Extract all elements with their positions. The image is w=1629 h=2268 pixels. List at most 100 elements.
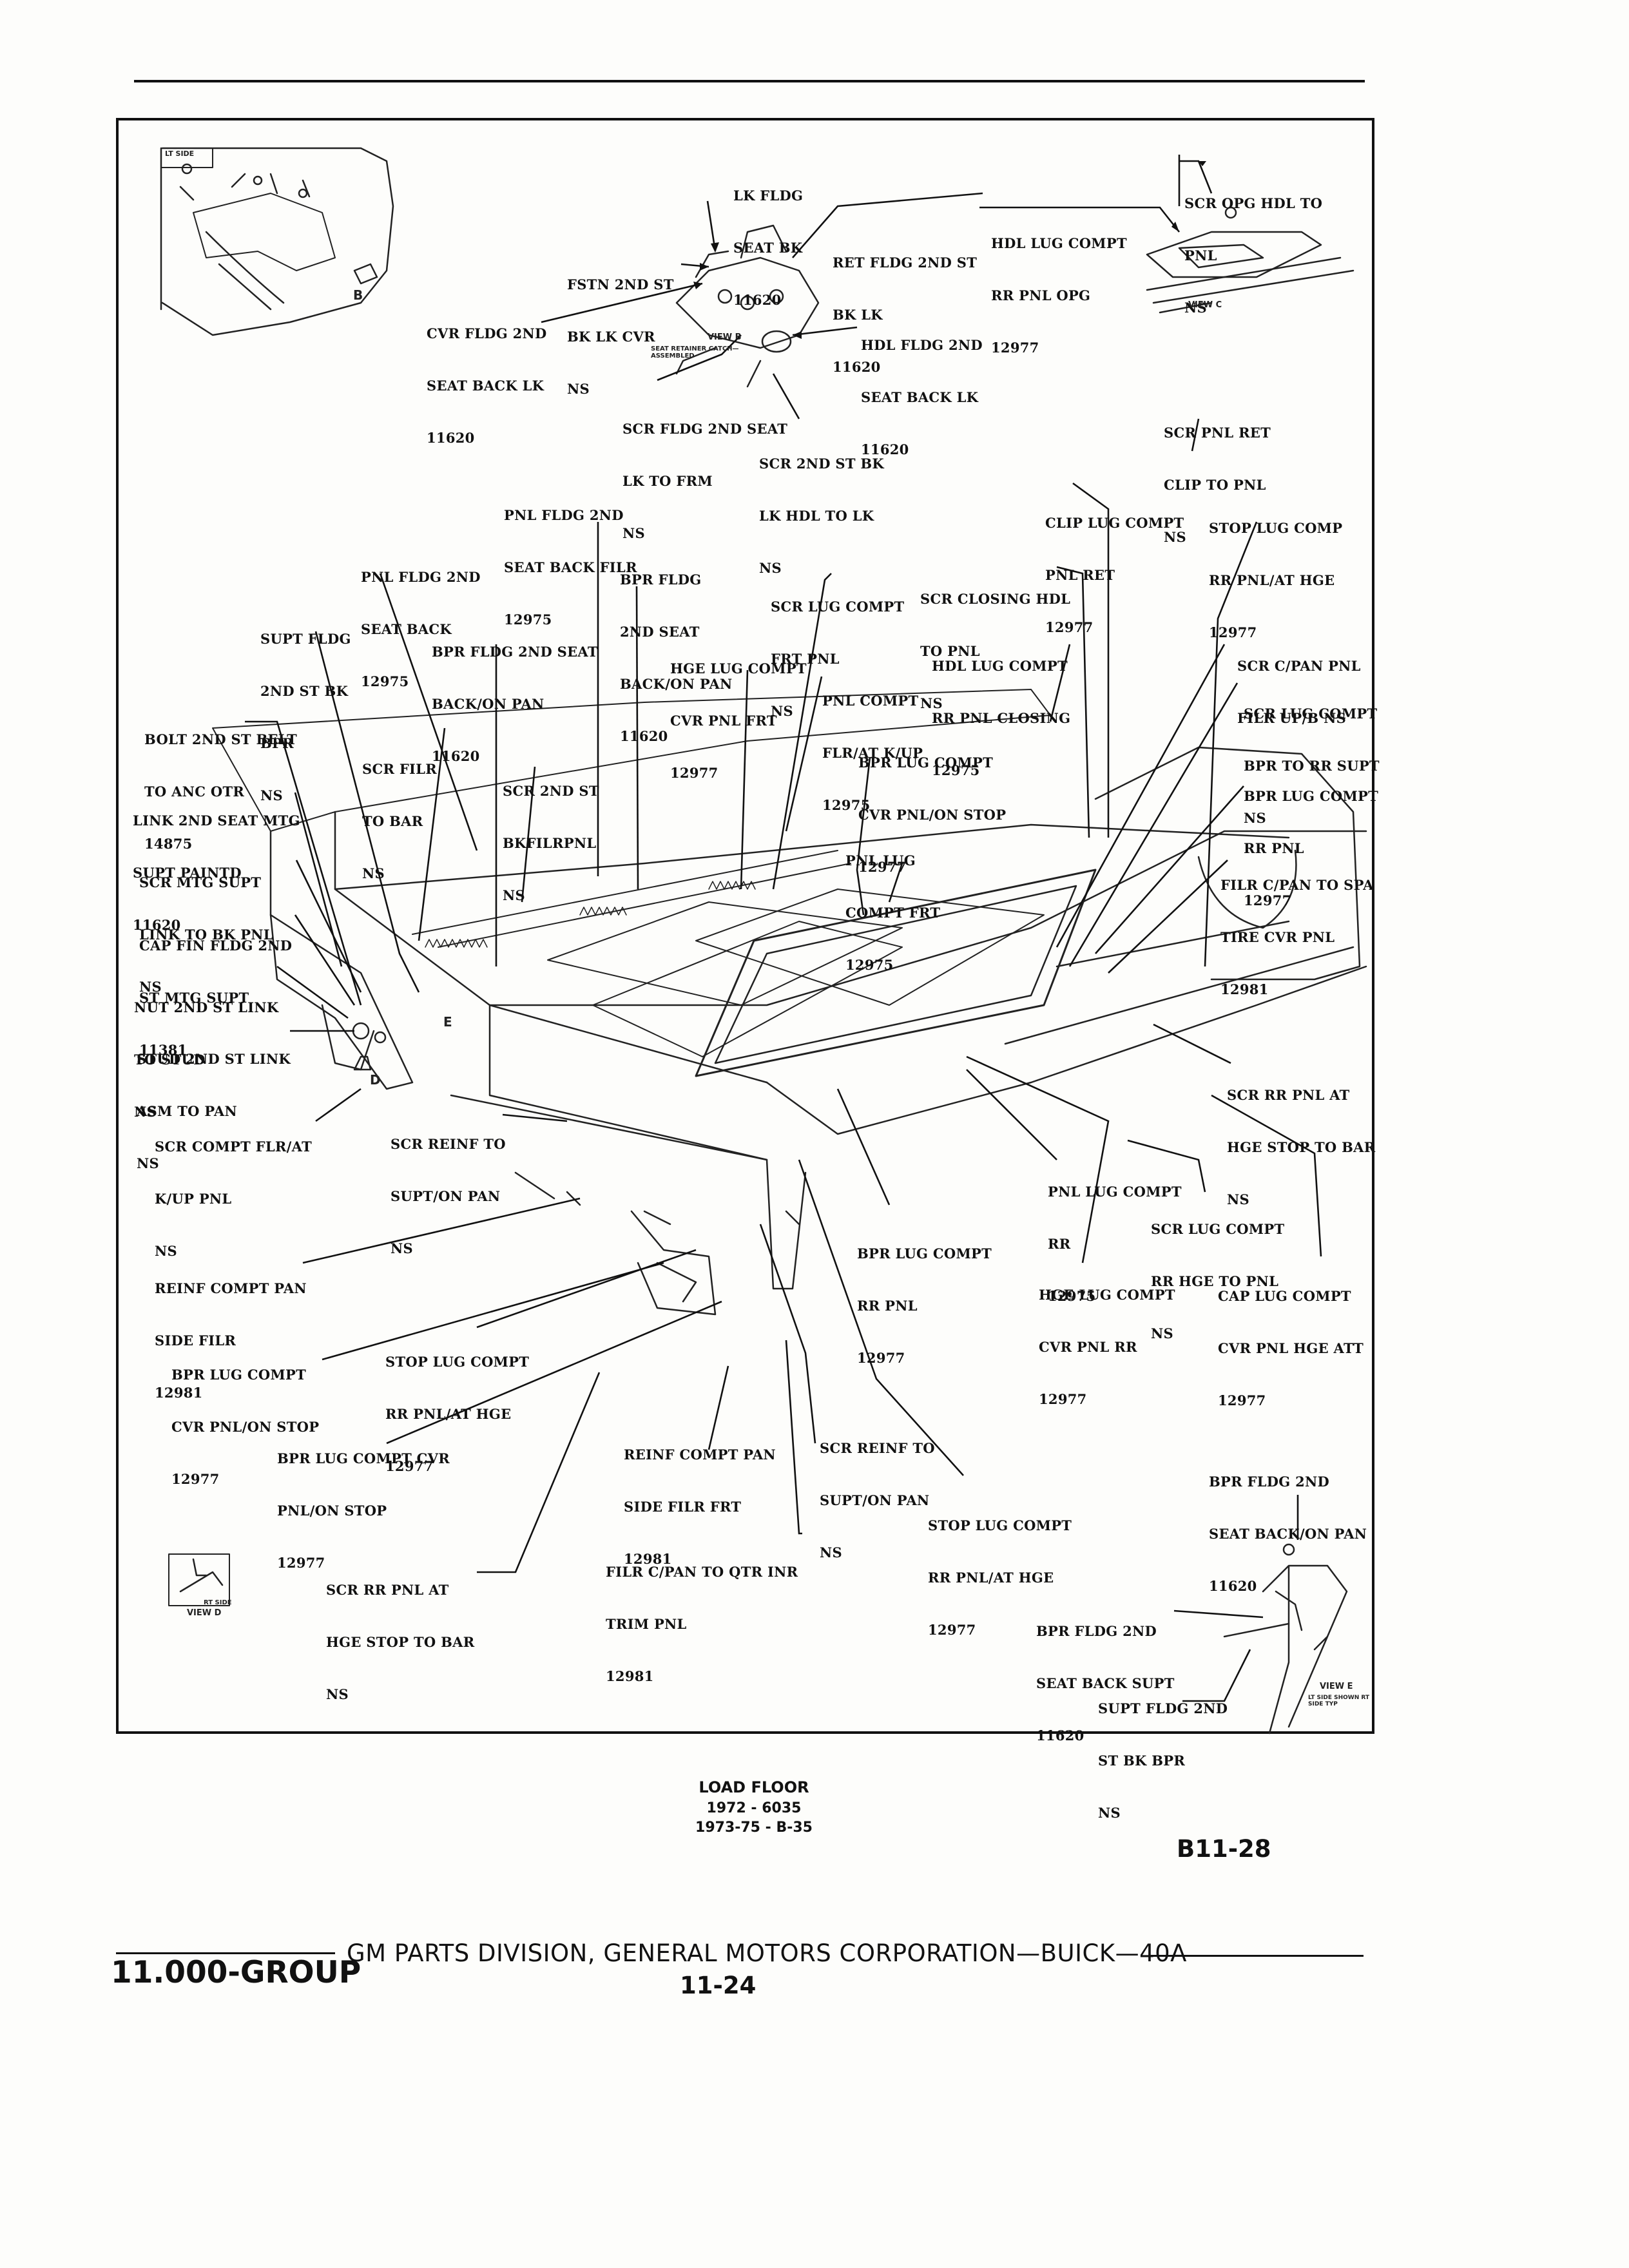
label-scr-lug-compt-bpr: SCR LUG COMPT BPR TO RR SUPT NS [1244,670,1380,861]
label-line: STUD 2ND ST LINK [137,1051,291,1067]
label-line: RR PNL/AT HGE [928,1570,1054,1586]
label-line: 2ND ST BK [260,683,349,699]
label-line: CLIP TO PNL [1164,477,1266,493]
label-line: FRT PNL [771,651,840,667]
label-bpr-fldg-2nd-seat-back-supt: BPR FLDG 2ND SEAT BACK SUPT 11620 [1036,1588,1175,1779]
label-line: NS [1184,300,1207,316]
label-line: REINF COMPT PAN [155,1280,307,1296]
label-scr-2nd-st-bk: SCR 2ND ST BK LK HDL TO LK NS [759,420,884,611]
label-line: LK HDL TO LK [759,508,874,524]
label-bpr-lug-compt-cvr-pnl-on-stop: BPR LUG COMPT CVR PNL/ON STOP 12977 [277,1415,450,1606]
label-line: TO ANC OTR [144,783,245,800]
label-line: K/UP PNL [155,1191,232,1207]
label-line: PNL LUG [845,852,916,869]
label-line: HGE STOP TO BAR [1227,1139,1376,1155]
label-line: FLR/AT K/UP [822,745,923,761]
footer-rule-left [116,1952,335,1954]
label-line: NS [1164,529,1186,545]
label-line: 12977 [1209,624,1257,640]
label-line: PNL RET [1045,567,1115,583]
label-line: 11620 [833,359,881,375]
figure-reference: B11-28 [1177,1835,1271,1863]
label-line: NS [137,1155,159,1171]
label-line: SUPT PAINTD [133,865,242,881]
label-line: ST MTG SUPT [139,990,249,1006]
label-hge-lug-compt-rr: HGE LUG COMPT CVR PNL RR 12977 [1039,1251,1175,1443]
label-line: BPR FLDG 2ND [1036,1623,1157,1639]
label-line: LK TO FRM [622,473,713,489]
label-line: 12975 [504,611,552,628]
view-e-note: LT SIDE SHOWN RT SIDE TYP [1308,1695,1370,1707]
label-scr-filr-to-bar: SCR FILR TO BAR NS [362,726,437,917]
label-cvr-fldg-2nd: CVR FLDG 2ND SEAT BACK LK 11620 [427,290,547,481]
label-line: 12975 [822,797,871,813]
view-e-label: VIEW E [1320,1682,1353,1691]
label-line: PNL LUG COMPT [1048,1184,1182,1200]
label-line: TO STUD [134,1052,206,1068]
label-line: 12975 [361,673,409,689]
label-line: BPR LUG COMPT [1244,788,1379,804]
label-line: RR PNL [857,1298,918,1314]
label-line: NS [920,695,943,711]
label-line: SCR REINF TO [820,1440,935,1456]
label-cap-lug-compt: CAP LUG COMPT CVR PNL HGE ATT 12977 [1218,1253,1364,1444]
label-line: TO PNL [920,643,980,659]
label-line: NS [1098,1805,1121,1821]
label-line: 14875 [144,836,193,852]
label-hge-lug-compt-frt: HGE LUG COMPT CVR PNL FRT 12977 [670,625,807,816]
label-line: PNL FLDG 2ND [361,569,481,585]
label-scr-opg-hdl: SCR OPG HDL TO PNL NS [1184,160,1322,351]
label-scr-pnl-ret: SCR PNL RET CLIP TO PNL NS [1164,389,1271,581]
label-line: 12977 [670,765,718,781]
label-line: BPR FLDG 2ND [1209,1474,1330,1490]
label-line: BPR LUG COMPT [858,754,994,771]
label-pnl-compt-flr: PNL COMPT FLR/AT K/UP 12975 [822,657,923,849]
label-line: CAP FIN FLDG 2ND [139,937,293,954]
page-number: 11-24 [680,1972,757,1999]
label-line: SCR OPG HDL TO [1184,195,1323,211]
label-line: LK FLDG [733,187,804,204]
label-line: BPR FLDG 2ND SEAT [432,644,598,660]
label-line: 12981 [1220,981,1269,997]
label-line: BK LK CVR [567,329,655,345]
label-line: BPR TO RR SUPT [1244,758,1380,774]
label-reinf-compt-pan-side-frt: REINF COMPT PAN SIDE FILR FRT 12981 [624,1411,776,1602]
label-line: CVR PNL HGE ATT [1218,1340,1364,1356]
label-line: SCR MTG SUPT [139,874,262,890]
label-line: FSTN 2ND ST [567,276,674,293]
label-filr-c-pan-to-qtr: FILR C/PAN TO QTR INR TRIM PNL 12981 [606,1528,798,1720]
label-line: CVR PNL RR [1039,1339,1137,1355]
label-line: SEAT BACK [361,621,452,637]
label-hdl-fldg-2nd: HDL FLDG 2ND SEAT BACK LK 11620 [861,302,983,493]
label-nut-2nd-st-link: NUT 2ND ST LINK TO STUD NS [134,964,278,1155]
label-fstn-2nd-st: FSTN 2ND ST BK LK CVR NS [567,241,674,432]
label-line: SEAT BACK LK [861,389,979,405]
label-line: 11620 [1209,1578,1257,1594]
label-line: HDL FLDG 2ND [861,337,983,353]
label-scr-reinf-to-supt-top: SCR REINF TO SUPT/ON PAN NS [390,1100,506,1292]
label-scr-lug-compt-frt: SCR LUG COMPT FRT PNL NS [771,563,904,754]
view-c-label: VIEW C [1188,300,1222,310]
label-stud-2nd-st-link: STUD 2ND ST LINK ASM TO PAN NS [137,1015,291,1207]
label-scr-2nd-st-bkfilrpnl: SCR 2ND ST BKFILRPNL NS [503,747,599,939]
label-line: SEAT BACK LK [427,378,545,394]
label-line: ASM TO PAN [137,1103,237,1119]
marker-e: E [443,1014,452,1030]
label-line: 12977 [1218,1392,1266,1408]
label-line: STOP LUG COMPT [385,1354,530,1370]
label-line: BPR FLDG [620,572,702,588]
label-line: 11620 [861,441,909,457]
label-hdl-lug-compt-opg: HDL LUG COMPT RR PNL OPG 12977 [991,200,1127,391]
label-bpr-fldg-2nd-seat-back-on-pan-top: BPR FLDG 2ND SEAT BACK/ON PAN 11620 [620,536,733,780]
label-line: 12977 [1045,619,1094,635]
label-lk-fldg-seat-bk: LK FLDG SEAT BK 11620 [733,152,803,343]
label-line: SCR RR PNL AT [1227,1087,1350,1103]
label-line: NS [139,979,162,995]
label-line: 2ND SEAT [620,624,700,640]
label-line: SEAT BACK FILR [504,559,637,575]
label-line: SCR PNL RET [1164,425,1271,441]
label-line: 12981 [606,1668,654,1684]
label-line: CVR PNL/ON STOP [171,1419,320,1435]
label-line: RR PNL/AT HGE [385,1406,512,1422]
